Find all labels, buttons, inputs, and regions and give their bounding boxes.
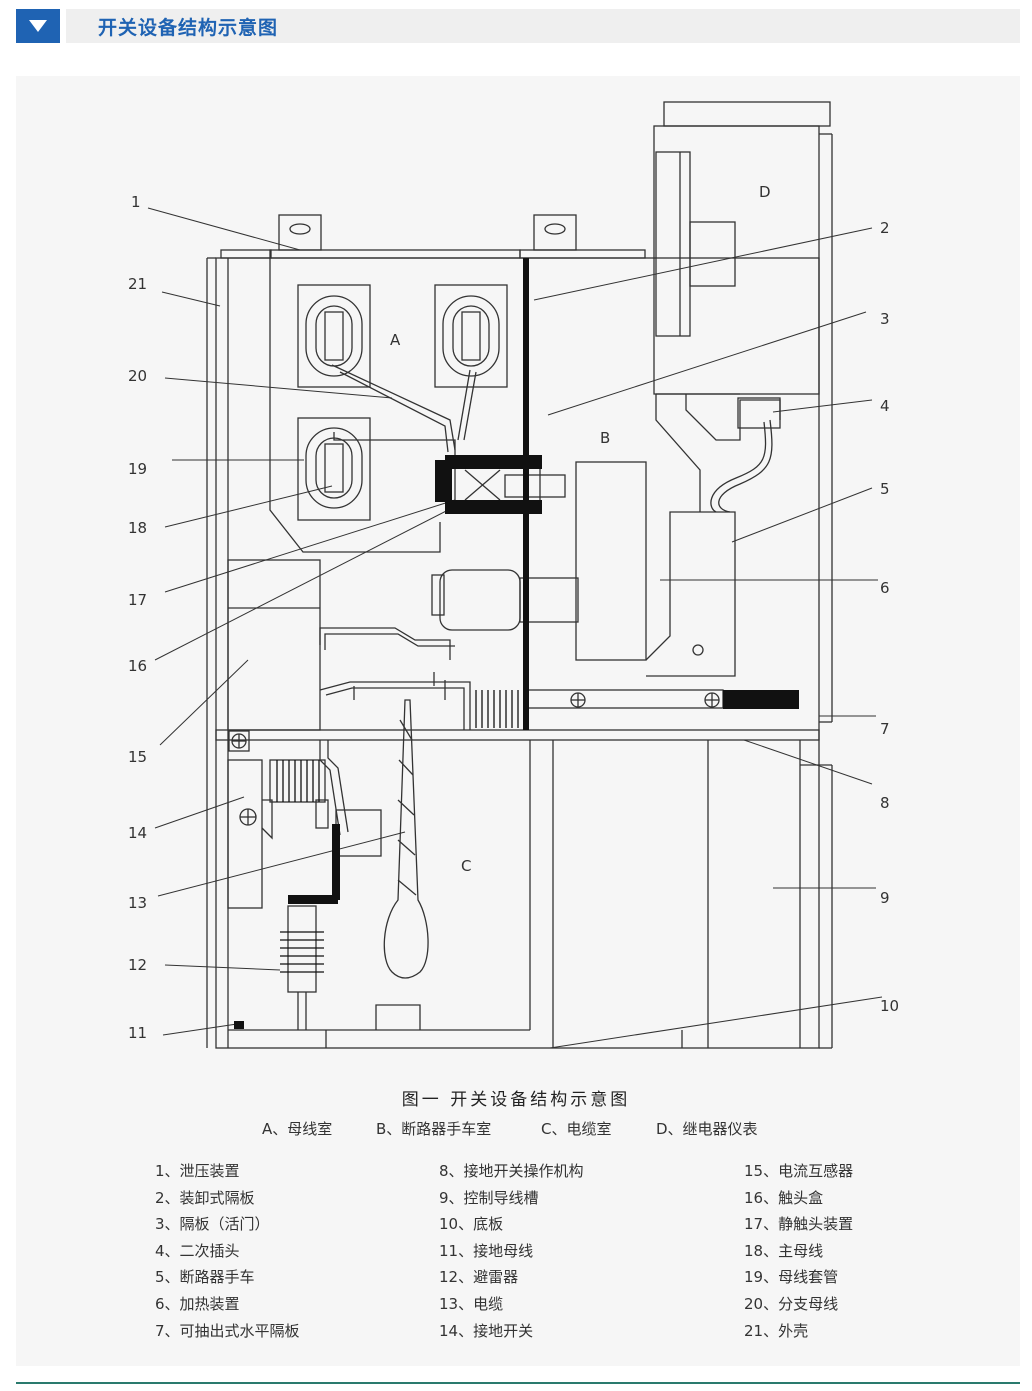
legend-item: 1、泄压装置 <box>155 1162 240 1180</box>
section-letter-a: A <box>390 331 401 349</box>
switchgear-structure-diagram: A B C D 1 2 3 4 5 6 7 8 9 10 11 12 13 14… <box>128 101 899 1049</box>
breaker-truck <box>575 461 647 661</box>
callout-11: 11 <box>128 1024 147 1042</box>
callout-13: 13 <box>128 894 147 912</box>
section-letter-d: D <box>759 183 771 201</box>
legend-item: 10、底板 <box>439 1215 504 1234</box>
legend-item: 19、母线套管 <box>744 1268 839 1287</box>
legend-item: 12、避雷器 <box>439 1268 519 1287</box>
legend-item: 21、外壳 <box>744 1321 809 1340</box>
callout-19: 19 <box>128 460 147 478</box>
legend-item: 20、分支母线 <box>744 1294 839 1313</box>
legend-item: 8、接地开关操作机构 <box>439 1162 584 1180</box>
section-d: D、继电器仪表 <box>656 1120 758 1138</box>
legend-item: 15、电流互感器 <box>744 1162 854 1180</box>
legend-column-3: 15、电流互感器 16、触头盒 17、静触头装置 18、主母线 19、母线套管 … <box>744 1158 853 1344</box>
bushing-2 <box>434 284 508 388</box>
section-letter-b: B <box>600 429 610 447</box>
bushing-3 <box>297 417 371 521</box>
lifting-lug-right <box>533 214 577 251</box>
callout-2: 2 <box>880 219 890 237</box>
section-list: A、母线室 B、断路器手车室 C、电缆室 D、继电器仪表 <box>0 1118 1032 1140</box>
legend-item: 7、可抽出式水平隔板 <box>155 1321 300 1340</box>
callout-20: 20 <box>128 367 147 385</box>
legend-column-1: 1、泄压装置 2、装卸式隔板 3、隔板（活门） 4、二次插头 5、断路器手车 6… <box>155 1158 300 1344</box>
busbar-compartment <box>269 258 441 553</box>
section-a: A、母线室 <box>262 1120 333 1138</box>
callout-4: 4 <box>880 397 890 415</box>
bottom-rule <box>16 1382 1020 1384</box>
callout-21: 21 <box>128 275 147 293</box>
legend-item: 3、隔板（活门） <box>155 1215 270 1234</box>
callout-3: 3 <box>880 310 890 328</box>
enclosure-outline <box>215 257 820 1049</box>
callout-9: 9 <box>880 889 890 907</box>
section-letter-c: C <box>461 857 471 875</box>
legend-item: 17、静触头装置 <box>744 1215 854 1234</box>
section-b: B、断路器手车室 <box>376 1120 492 1138</box>
callout-14: 14 <box>128 824 147 842</box>
bushing-1 <box>297 284 371 388</box>
callout-8: 8 <box>880 794 890 812</box>
legend-item: 18、主母线 <box>744 1241 824 1260</box>
legend-item: 4、二次插头 <box>155 1241 240 1260</box>
callout-10: 10 <box>880 997 899 1015</box>
legend-item: 2、装卸式隔板 <box>155 1188 255 1207</box>
callout-1: 1 <box>131 193 141 211</box>
legend-item: 5、断路器手车 <box>155 1268 255 1287</box>
section-header: 开关设备结构示意图 <box>16 9 1020 43</box>
triangle-down-icon <box>16 9 60 43</box>
movable-partition <box>523 258 529 730</box>
lifting-lug-left <box>278 214 322 251</box>
callout-16: 16 <box>128 657 147 675</box>
legend-item: 16、触头盒 <box>744 1188 824 1207</box>
legend-item: 9、控制导线槽 <box>439 1188 539 1207</box>
callout-18: 18 <box>128 519 147 537</box>
legend-column-2: 8、接地开关操作机构 9、控制导线槽 10、底板 11、接地母线 12、避雷器 … <box>439 1158 584 1344</box>
callout-12: 12 <box>128 956 147 974</box>
callout-6: 6 <box>880 579 890 597</box>
legend-item: 6、加热装置 <box>155 1294 240 1313</box>
callout-15: 15 <box>128 748 147 766</box>
legend-item: 14、接地开关 <box>439 1321 534 1340</box>
section-c: C、电缆室 <box>541 1120 612 1138</box>
figure-caption: 图一 开关设备结构示意图 <box>401 1090 631 1110</box>
legend-item: 11、接地母线 <box>439 1241 534 1260</box>
section-title: 开关设备结构示意图 <box>98 17 279 39</box>
legend-item: 13、电缆 <box>439 1294 504 1313</box>
callout-17: 17 <box>128 591 147 609</box>
callout-7: 7 <box>880 720 890 738</box>
callout-5: 5 <box>880 480 890 498</box>
